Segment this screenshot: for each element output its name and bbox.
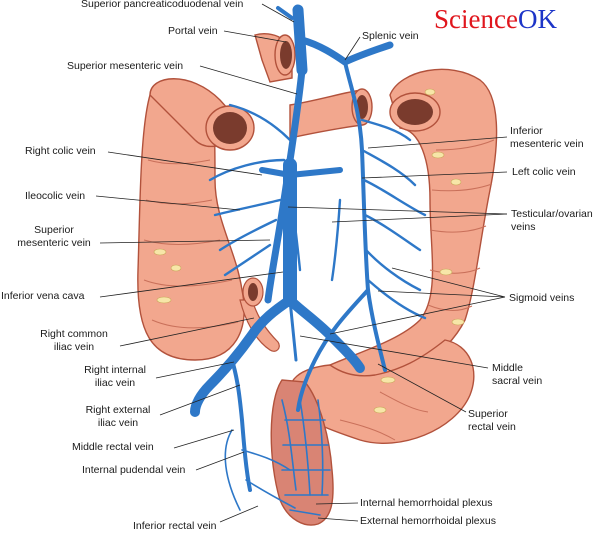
label-splenic-vein: Splenic vein [362, 30, 419, 43]
label-ileocolic-vein: Ileocolic vein [25, 190, 85, 203]
label-inferior-mesenteric-vein: Inferior mesenteric vein [510, 125, 584, 150]
label-right-external-iliac-vein: Right external iliac vein [76, 404, 160, 429]
renal-vein [262, 170, 340, 175]
label-external-hemorrhoidal-plexus: External hemorrhoidal plexus [360, 515, 496, 528]
label-superior-mesenteric-vein-top: Superior mesenteric vein [67, 60, 183, 73]
right-internal-iliac [232, 360, 250, 490]
label-middle-rectal-vein: Middle rectal vein [72, 441, 154, 454]
common-iliac-lumen [248, 283, 258, 301]
brand-logo: ScienceOK [434, 4, 557, 34]
brand-part-ok: OK [518, 4, 557, 34]
label-portal-vein: Portal vein [168, 25, 218, 38]
label-left-colic-vein: Left colic vein [512, 166, 576, 179]
label-superior-mesenteric-vein-left: Superior mesenteric vein [10, 224, 98, 249]
brand-part-science: Science [434, 4, 518, 34]
label-right-colic-vein: Right colic vein [25, 145, 96, 158]
descending-colon-lumen [397, 99, 433, 125]
label-internal-hemorrhoidal-plexus: Internal hemorrhoidal plexus [360, 497, 493, 510]
label-superior-pancreaticoduodenal-vein: Superior pancreaticoduodenal vein [81, 0, 243, 11]
label-right-internal-iliac-vein: Right internal iliac vein [74, 364, 156, 389]
label-superior-rectal-vein: Superior rectal vein [468, 408, 516, 433]
transverse-colon-lumen-left [213, 112, 247, 144]
label-inferior-vena-cava: Inferior vena cava [1, 290, 84, 303]
label-testicular-ovarian-veins: Testicular/ovarian veins [511, 208, 593, 233]
label-right-common-iliac-vein: Right common iliac vein [28, 328, 120, 353]
transverse-colon-lumen-top [280, 41, 292, 69]
label-internal-pudendal-vein: Internal pudendal vein [82, 464, 185, 477]
label-middle-sacral-vein: Middle sacral vein [492, 362, 542, 387]
label-inferior-rectal-vein: Inferior rectal vein [133, 520, 216, 533]
label-sigmoid-veins: Sigmoid veins [509, 292, 574, 305]
